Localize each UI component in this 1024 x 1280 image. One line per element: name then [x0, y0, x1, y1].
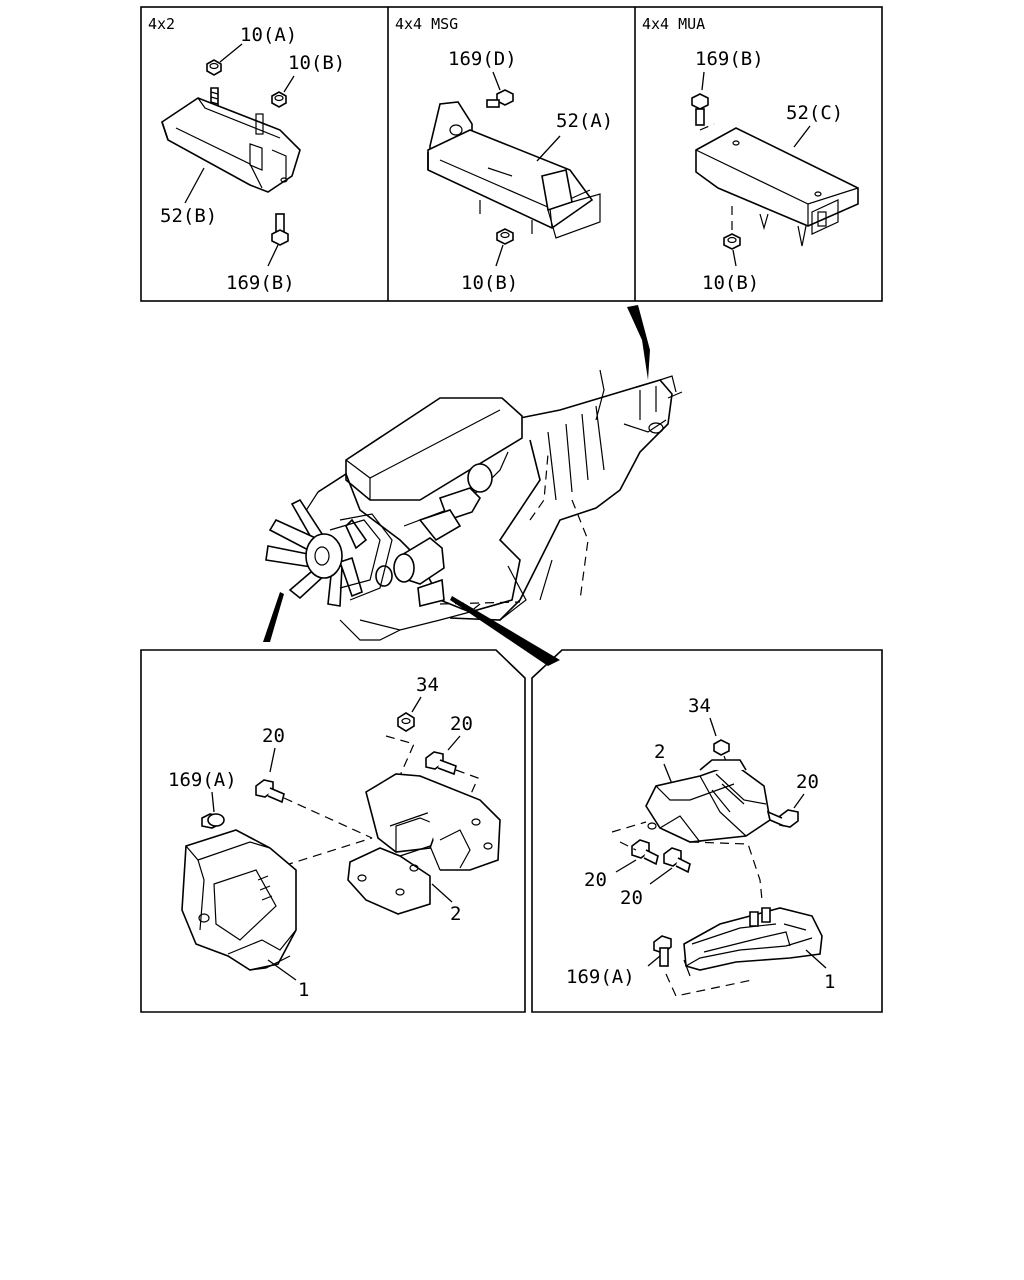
fan [265, 498, 393, 607]
panel-4x2-header: 4x2 [148, 15, 175, 33]
bolt-20-right [766, 809, 799, 828]
bolt-169b-mua [691, 93, 709, 126]
bolt-20-upper-left [425, 751, 457, 776]
label-10b-msg: 10(B) [461, 272, 518, 294]
panel-4x4-mua: 4x4 MUA 169(B) 52(C) 10(B) [642, 15, 859, 294]
panel-4x4-msg: 4x4 MSG 169(D) 52(A) 10(B) [395, 15, 613, 294]
label-169a-left: 169(A) [168, 769, 237, 791]
label-52a: 52(A) [556, 110, 613, 132]
label-20-right-right: 20 [796, 771, 819, 793]
stud-4x2 [210, 87, 219, 107]
nut-10b [271, 91, 287, 108]
bracket-2-right [645, 759, 771, 843]
mount-52b [161, 97, 301, 193]
label-2-right: 2 [654, 741, 665, 763]
bracket-2-left [347, 773, 501, 915]
bolt-169a-left [201, 813, 225, 829]
bolt-20-lower-left [255, 779, 285, 804]
pointer-right [450, 596, 560, 666]
nut-10a [206, 59, 222, 76]
mount-1-left [181, 829, 297, 971]
label-20-b: 20 [620, 887, 643, 909]
label-10b: 10(B) [288, 52, 345, 74]
bolt-169d [486, 89, 514, 108]
panel-4x2: 4x2 10(A) 10(B) [148, 15, 345, 294]
nut-34-left [397, 712, 415, 732]
panel-msg-header: 4x4 MSG [395, 15, 458, 33]
mount-52c [695, 127, 859, 247]
label-52c: 52(C) [786, 102, 843, 124]
label-169a-right: 169(A) [566, 966, 635, 988]
label-20-a: 20 [584, 869, 607, 891]
nut-34-right [713, 739, 730, 756]
label-10b-mua: 10(B) [702, 272, 759, 294]
nut-10b-mua [723, 233, 741, 250]
panel-right-mount: 34 2 20 20 [531, 649, 883, 1013]
pointer-top [627, 305, 650, 380]
label-20-right-left: 20 [450, 713, 473, 735]
label-1-left: 1 [298, 979, 309, 1001]
label-34-right: 34 [688, 695, 711, 717]
bolt-20-a [631, 839, 659, 866]
top-panel-frame [140, 6, 883, 302]
label-34-left: 34 [416, 674, 439, 696]
bolt-169b-4x2 [271, 213, 289, 246]
label-52b: 52(B) [160, 205, 217, 227]
label-10a: 10(A) [240, 24, 297, 46]
engine-transmission [263, 305, 683, 666]
bolt-20-b [663, 847, 691, 874]
label-169b-mua: 169(B) [695, 48, 764, 70]
label-1-right: 1 [824, 971, 835, 993]
nut-10b-msg [496, 228, 514, 245]
bolt-169a-right [653, 935, 672, 967]
label-169d: 169(D) [448, 48, 517, 70]
label-20-left-left: 20 [262, 725, 285, 747]
label-2-left: 2 [450, 903, 461, 925]
panel-mua-header: 4x4 MUA [642, 15, 705, 33]
pointer-left [263, 592, 284, 642]
panel-left-mount: 34 20 20 169(A) [140, 649, 526, 1013]
mount-52a [427, 101, 601, 239]
mount-1-right [683, 907, 823, 977]
label-169b-4x2: 169(B) [226, 272, 295, 294]
